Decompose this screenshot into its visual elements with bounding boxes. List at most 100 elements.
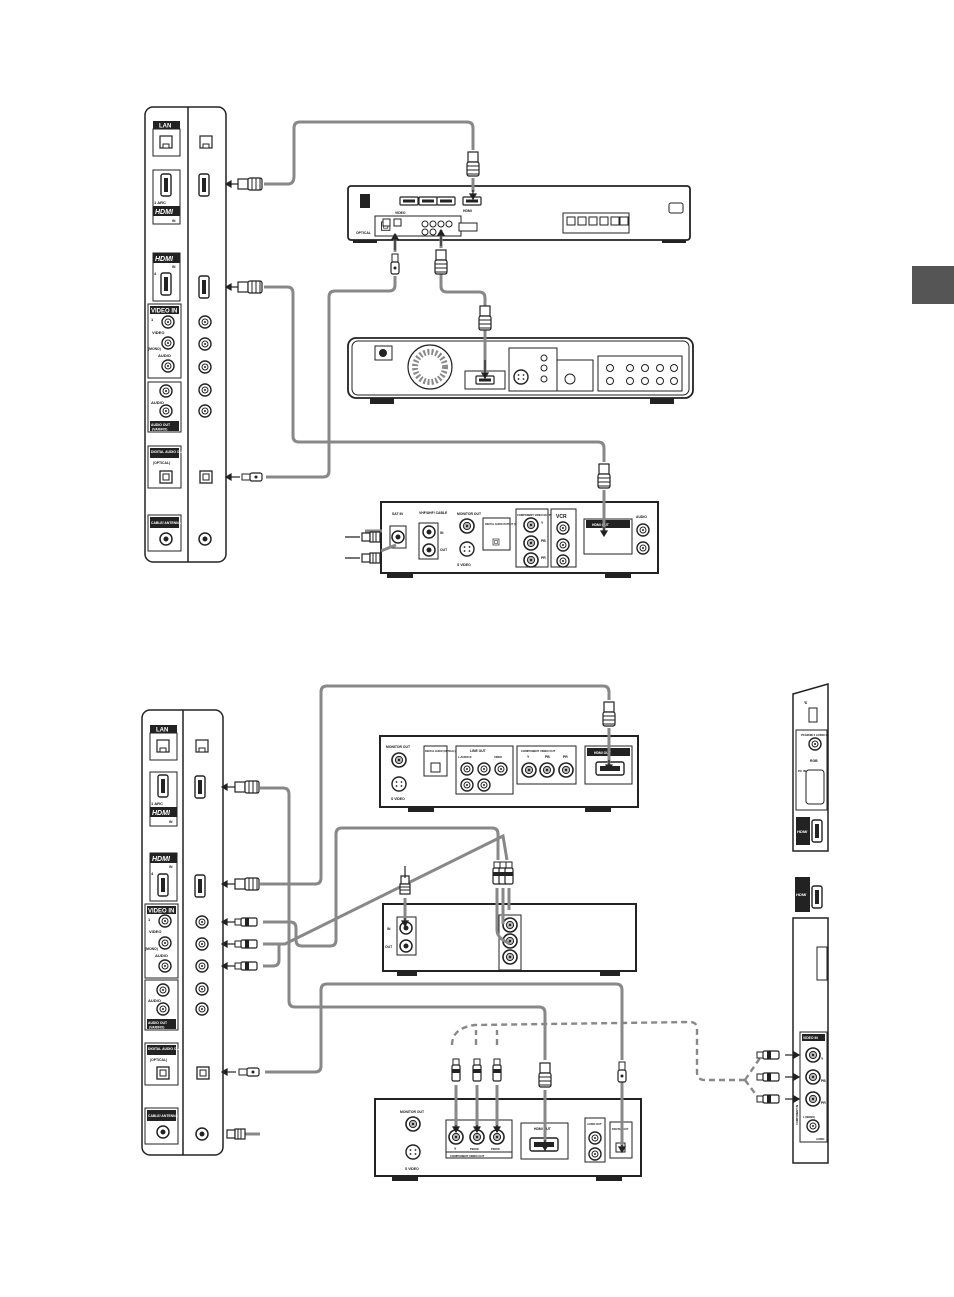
- bd-digital-out: DIGITAL OUT: [612, 1127, 629, 1131]
- side-hdmi-logo-1: HDMI: [797, 829, 808, 834]
- audio-out-r-jack-2[interactable]: [195, 1002, 209, 1016]
- tv2-cable-antenna: CABLE/ ANTENNA: [148, 1114, 179, 1118]
- dvd-monitor-out: MONITOR OUT: [386, 745, 411, 749]
- tv2-hdmi1-mark: 1 ARC: [151, 801, 163, 806]
- tv-video-in-num: 1: [151, 317, 154, 322]
- top-plugs: [237, 151, 611, 564]
- tv2-audio-label: AUDIO: [155, 953, 168, 958]
- tv2-video-in-label: VIDEO IN: [148, 909, 174, 915]
- stb-pb: PB: [541, 539, 546, 543]
- stb-sat-in: SAT IN: [392, 512, 403, 516]
- bottom-plugs: [226, 701, 780, 1140]
- bd-pb: PB/CB: [470, 1147, 479, 1151]
- tv-video-in-label: VIDEO IN: [151, 309, 177, 315]
- audio-out-l-jack-2[interactable]: [195, 982, 209, 996]
- set-top-box: SAT IN VHF/UHF/ CABLE IN OUT MONITOR OUT…: [380, 501, 659, 578]
- audio-r-jack[interactable]: [198, 360, 212, 374]
- bd-pr: PR/CR: [491, 1147, 500, 1151]
- stb-hdmi-out: HDMI OUT: [592, 523, 610, 527]
- tv-hdmi4-logo: HDMI: [155, 256, 174, 263]
- tv-hdmi-logo: HDMI: [155, 209, 174, 216]
- tv-video-label: VIDEO: [152, 330, 164, 335]
- dvd-y: Y: [527, 755, 530, 759]
- tv2-hdmi-logo: HDMI: [152, 810, 171, 817]
- side-l-mono: L (MONO): [803, 1115, 815, 1119]
- tv-optical: (OPTICAL): [153, 461, 170, 465]
- stb-y: Y: [541, 521, 544, 525]
- av-receiver: HDMI VIDEO OPTICAL: [347, 185, 691, 243]
- tv2-video-in-num: 1: [148, 917, 151, 922]
- audio-out-l-jack[interactable]: [198, 383, 212, 397]
- bottom-cables: [240, 684, 624, 1148]
- tv-mono-label: (MONO): [148, 347, 161, 351]
- hdmi1-arc-port-2[interactable]: [194, 775, 206, 799]
- stb-vhf-uhf: VHF/UHF/ CABLE: [419, 511, 448, 515]
- dvd-hdmi-out: HDMI OUT: [594, 751, 612, 755]
- vcr-out: OUT: [385, 945, 393, 949]
- audio-l-jack-2[interactable]: [195, 937, 209, 951]
- stb-vcr: VCR: [556, 514, 567, 520]
- tv-panel-bottom: LAN 1 ARC HDMI IN HDMI IN 4 VIDEO IN 1 V…: [141, 709, 224, 1156]
- antenna-port-2[interactable]: [195, 1127, 209, 1141]
- tv2-hdmi4-in: IN: [169, 865, 173, 869]
- tv2-audio-out-audio: AUDIO: [148, 998, 161, 1003]
- video-in-jack[interactable]: [198, 315, 212, 329]
- dvd-pr: PR: [563, 755, 568, 759]
- tv-cable-antenna: CABLE/ ANTENNA: [151, 521, 182, 525]
- bd-monitor-out: MONITOR OUT: [400, 1110, 425, 1114]
- tv-panel-top: LAN 1 ARC HDMI IN HDMI IN 4 VIDEO IN 1 V…: [144, 106, 227, 563]
- hdmi4-port-2[interactable]: [194, 874, 206, 898]
- tv2-hdmi4-num: 4: [151, 871, 154, 876]
- tv2-optical: (OPTICAL): [150, 1058, 167, 1062]
- hdmi1-arc-port[interactable]: [198, 173, 210, 197]
- lan-port[interactable]: [199, 135, 213, 149]
- tv-hdmi1-mark: 1 ARC: [154, 200, 166, 205]
- optical-out-port-2[interactable]: [196, 1066, 210, 1080]
- usb-symbol: ↯: [804, 700, 807, 705]
- bluray-player: MONITOR OUT S VIDEO Y PB/CB PR/CR COMPON…: [374, 1098, 642, 1181]
- tv-hdmi4-in: IN: [172, 265, 176, 269]
- bd-component-video: COMPONENT VIDEO OUT: [450, 1154, 485, 1158]
- top-cables: [264, 120, 606, 553]
- side-audio: AUDIO: [816, 1137, 824, 1141]
- tv-audio-out-audio: AUDIO: [151, 400, 164, 405]
- stb-in: IN: [440, 531, 444, 535]
- tv-audio-out-label: AUDIO OUT: [151, 423, 171, 427]
- tv2-hdmi-in: IN: [169, 820, 173, 824]
- tv2-hdmi4-logo: HDMI: [152, 856, 171, 863]
- side-rgb: RGB: [810, 759, 818, 763]
- audio-out-r-jack[interactable]: [198, 404, 212, 418]
- tv-hdmi4-num: 4: [154, 271, 157, 276]
- side-pc-in: PC IN: [798, 769, 806, 773]
- video-in-jack-2[interactable]: [195, 915, 209, 929]
- tv2-audio-out-label: AUDIO OUT: [148, 1021, 168, 1025]
- lan-port-2[interactable]: [195, 739, 209, 753]
- side-y: Y: [821, 1057, 824, 1061]
- stb-monitor-out: MONITOR OUT: [457, 512, 482, 516]
- stb-out: OUT: [440, 548, 448, 552]
- audio-l-jack[interactable]: [198, 337, 212, 351]
- tv-side-panel: ↯ PC/HDMI 2 AUDIO IN RGB PC IN HDMI HDMI…: [792, 683, 829, 1164]
- vcr: IN OUT: [382, 903, 637, 976]
- bottom-arrows: [220, 760, 801, 1154]
- side-video-in: VIDEO IN: [803, 1036, 818, 1040]
- tv-lan-label: LAN: [159, 124, 171, 130]
- tv-audio-label: AUDIO: [158, 353, 171, 358]
- tv-var-fix: (VAR/FIX): [152, 428, 167, 432]
- bd-y: Y: [454, 1147, 457, 1151]
- dvd-s-video: S VIDEO: [391, 797, 405, 801]
- tv-hdmi-in: IN: [172, 219, 176, 223]
- optical-out-port[interactable]: [199, 470, 213, 484]
- bd-s-video: S VIDEO: [405, 1167, 419, 1171]
- section-thumb-tab: [912, 266, 954, 304]
- tv2-digital-audio-out: DIGITAL AUDIO OUT: [148, 1047, 182, 1051]
- dvd-audio-lr: L-AUDIO-R: [458, 755, 472, 759]
- top-arrows: [224, 179, 609, 538]
- audio-r-jack-2[interactable]: [195, 959, 209, 973]
- dvd-digital-audio: DIGITAL AUDIO (OPTICAL): [425, 750, 456, 753]
- tv2-mono-label: (MONO): [145, 947, 158, 951]
- stb-s-video: S VIDEO: [457, 563, 471, 567]
- antenna-port[interactable]: [198, 532, 212, 546]
- hdmi4-port[interactable]: [198, 275, 210, 299]
- dvd-player: MONITOR OUT S VIDEO DIGITAL AUDIO (OPTIC…: [379, 735, 639, 812]
